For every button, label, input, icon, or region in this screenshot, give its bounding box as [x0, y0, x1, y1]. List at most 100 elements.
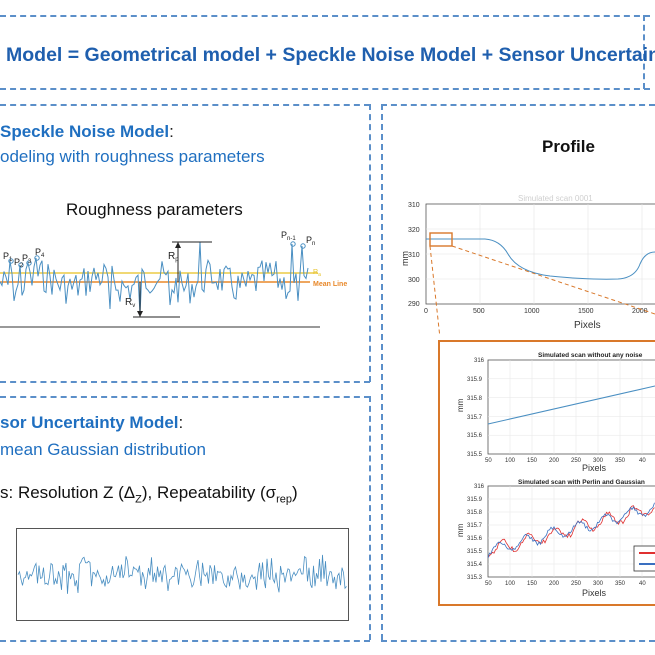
inset-bottom-xtick-4: 250 [571, 581, 582, 587]
profile-panel-left-dash [381, 104, 383, 640]
label-ra: Ra [313, 269, 321, 278]
sensor-params-mid: ), Repeatability (σ [141, 483, 277, 502]
inset-bottom-ytick-0: 316 [474, 484, 485, 490]
inset-bottom-legend [633, 545, 655, 572]
profile-plot: Simulated scan 0001 310 320 310 300 290 … [400, 194, 655, 334]
profile-ytick-0: 310 [408, 202, 420, 209]
inset-top-ylabel: mm [456, 398, 465, 412]
sensor-params-sub-z: Z [135, 493, 142, 506]
inset-bottom-ytick-1: 315.9 [467, 497, 483, 503]
inset-top-xlabel: Pixels [582, 463, 607, 472]
profile-ylabel: mm [400, 251, 410, 266]
inset-top-ytick-0: 316 [474, 358, 485, 364]
label-p1: P1 [3, 251, 13, 263]
sensor-subtitle: mean Gaussian distribution [0, 440, 207, 459]
profile-ytick-2: 310 [408, 252, 420, 259]
zoom-connector-left [429, 245, 441, 334]
inset-bottom-ylabel: mm [456, 523, 465, 537]
peak-p1-marker [8, 258, 14, 264]
sensor-panel-top-dash [0, 396, 370, 398]
inset-top-xtick-3: 200 [549, 458, 560, 464]
sensor-params-suffix: ) [292, 483, 298, 502]
peak-p2-marker [18, 262, 24, 268]
inset-bottom-xtick-6: 350 [615, 581, 626, 587]
frame-right-dash [643, 15, 645, 89]
profile-plot-title: Simulated scan 0001 [518, 194, 593, 203]
profile-xtick-1: 500 [473, 308, 485, 315]
label-p2: P2 [14, 257, 24, 269]
inset-bottom-ytick-4: 315.6 [467, 536, 483, 542]
speckle-heading: Speckle Noise Model: [0, 122, 174, 142]
profile-ytick-1: 320 [408, 227, 420, 234]
left-panel-right-dash [369, 104, 371, 382]
frame-divider-dash [0, 88, 650, 90]
roughness-figure-title: Roughness parameters [66, 200, 243, 219]
peak-p4-marker [34, 255, 40, 261]
inset-top-frame [487, 359, 655, 455]
gaussian-noise-line [17, 554, 347, 594]
inset-top-xtick-4: 250 [571, 458, 582, 464]
inset-top-ytick-5: 315.5 [467, 452, 483, 458]
profile-xlabel: Pixels [574, 320, 601, 331]
sensor-heading-colon: : [178, 413, 184, 432]
profile-panel-top-dash [381, 104, 655, 106]
sensor-params-sub-rep: rep [276, 493, 293, 506]
inset-top-xtick-7: 40 [639, 458, 646, 464]
speckle-heading-text: Speckle Noise Model [0, 122, 170, 141]
profile-xtick-2: 1000 [524, 308, 540, 315]
inset-bottom-ytick-7: 315.3 [467, 575, 483, 581]
inset-bottom-title: Simulated scan with Perlin and Gaussian [518, 479, 645, 486]
label-rp: Rp [168, 251, 179, 263]
sensor-params-prefix: s: Resolution Z (Δ [0, 483, 136, 502]
roughness-diagram: P1 P2 P3 P4 Pn-1 Pn Rp Rv Ra Mean Line [0, 230, 347, 328]
inset-top-xtick-5: 300 [593, 458, 604, 464]
sensor-parameters: s: Resolution Z (ΔZ), Repeatability (σre… [0, 483, 298, 505]
rp-arrow-head [175, 242, 181, 248]
profile-curve [426, 238, 655, 280]
inset-top-xtick-2: 150 [527, 458, 538, 464]
inset-bottom-blue-series [487, 502, 655, 559]
inset-bottom-ytick-6: 315.4 [467, 562, 483, 568]
profile-xtick-0: 0 [424, 308, 428, 315]
label-p4: P4 [35, 247, 45, 259]
peak-p3-marker [26, 260, 32, 266]
inset-top-line [487, 385, 655, 425]
profile-xtick-4: 2000 [632, 308, 648, 315]
frame-top-dash [0, 15, 650, 17]
speckle-subtitle: odeling with roughness parameters [0, 147, 265, 166]
roughness-profile-line [0, 241, 309, 316]
inset-top-xtick-1: 100 [505, 458, 516, 464]
inset-top-ytick-2: 315.8 [467, 396, 483, 402]
inset-bottom-xtick-0: 50 [485, 581, 492, 587]
inset-bottom-xlabel: Pixels [582, 588, 607, 598]
inset-noiseless-plot: Simulated scan without any noise 316 315… [456, 352, 655, 472]
profile-panel-bottom-dash [381, 640, 655, 642]
sensor-panel-right-dash [369, 396, 371, 640]
peak-pn-marker [300, 243, 306, 249]
inset-bottom-ytick-5: 315.5 [467, 549, 483, 555]
peak-pn1-marker [290, 241, 296, 247]
inset-bottom-xtick-5: 300 [593, 581, 604, 587]
inset-top-title: Simulated scan without any noise [538, 352, 643, 359]
inset-top-ytick-4: 315.6 [467, 433, 483, 439]
label-pn: Pn [306, 235, 315, 247]
sensor-heading: sor Uncertainty Model: [0, 413, 183, 433]
inset-bottom-xtick-7: 40 [639, 581, 646, 587]
inset-noisy-plot: Simulated scan with Perlin and Gaussian … [456, 479, 655, 598]
left-panel-top-dash [0, 104, 370, 106]
sensor-panel-bottom-dash [0, 640, 370, 642]
inset-bottom-xtick-2: 150 [527, 581, 538, 587]
left-panel-bottom-dash [0, 381, 370, 383]
label-p3: P3 [22, 253, 32, 265]
zoom-region-box [429, 232, 453, 247]
inset-top-ytick-3: 315.7 [467, 415, 483, 421]
inset-bottom-red-series [487, 505, 655, 558]
inset-top-grid [488, 360, 655, 454]
page-title: Model = Geometrical model + Speckle Nois… [6, 44, 655, 66]
inset-bottom-ytick-3: 315.7 [467, 523, 483, 529]
label-rv: Rv [125, 297, 135, 309]
inset-bottom-xtick-1: 100 [505, 581, 516, 587]
profile-heading: Profile [542, 137, 595, 156]
sensor-heading-text: sor Uncertainty Model [0, 413, 179, 432]
inset-top-xtick-6: 350 [615, 458, 626, 464]
